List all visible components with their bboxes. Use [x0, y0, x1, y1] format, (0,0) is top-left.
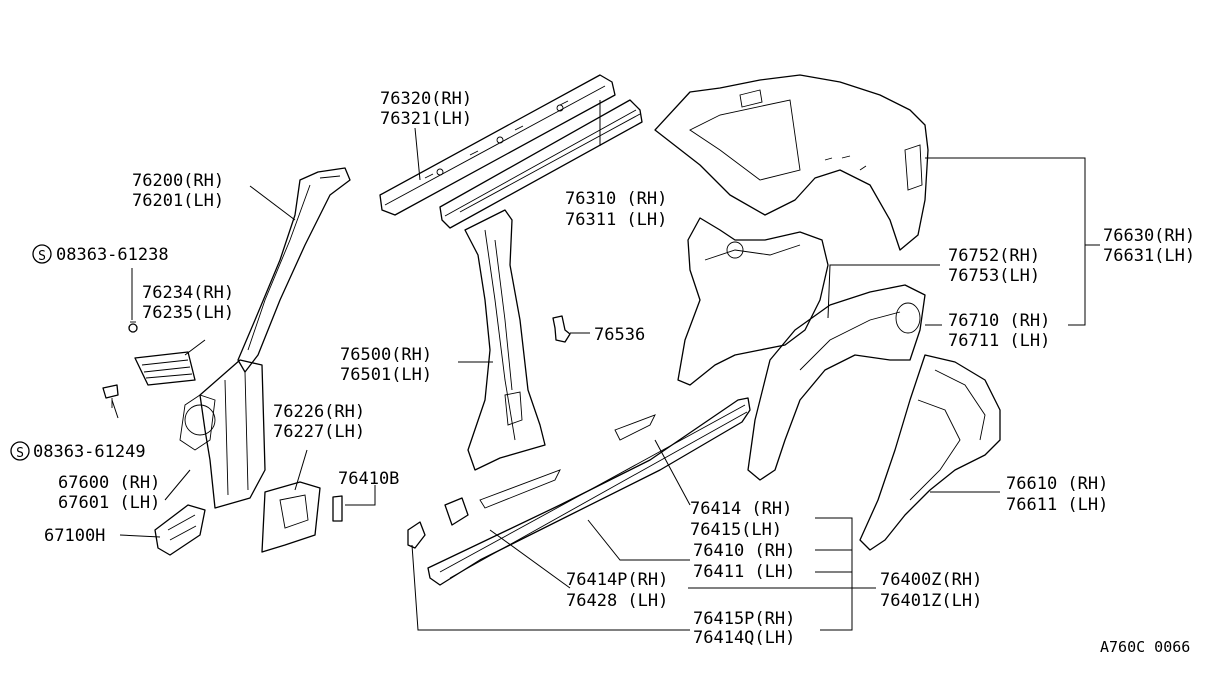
- label-76414P: 76414P(RH): [566, 570, 668, 590]
- screw-symbol-1: S: [32, 244, 52, 264]
- wheelhouse-outer-76610: [859, 354, 1001, 551]
- leader-lines: [111, 100, 1100, 631]
- wheelhouse-inner-76710: [747, 284, 926, 481]
- label-76611: 76611 (LH): [1006, 495, 1108, 515]
- label-76414: 76414 (RH): [690, 499, 792, 519]
- label-76201: 76201(LH): [132, 191, 224, 211]
- diagram-code: A760C 0066: [1100, 638, 1190, 656]
- label-76536: 76536: [594, 325, 645, 345]
- label-76310: 76310 (RH): [565, 189, 667, 209]
- label-76410: 76410 (RH): [693, 541, 795, 561]
- screw-symbol-2-letter: S: [16, 446, 24, 461]
- label-76401Z: 76401Z(LH): [880, 591, 982, 611]
- label-76610: 76610 (RH): [1006, 474, 1108, 494]
- label-76234: 76234(RH): [142, 283, 234, 303]
- label-76410B: 76410B: [338, 469, 399, 489]
- label-76753: 76753(LH): [948, 266, 1040, 286]
- quarter-panel-76630: [654, 74, 929, 251]
- screw-08363-61238: [128, 321, 138, 333]
- bracket-76234: [134, 351, 196, 386]
- part-labels: 76320(RH) 76321(LH) 76310 (RH) 76311 (LH…: [33, 89, 1195, 656]
- inner-quarter-76752: [677, 217, 829, 386]
- label-67100H: 67100H: [44, 526, 105, 546]
- label-76411: 76411 (LH): [693, 562, 795, 582]
- label-76428: 76428 (LH): [566, 591, 668, 611]
- screw-symbol-2: S: [10, 441, 30, 461]
- screw-08363-61249: [102, 384, 119, 408]
- label-76226: 76226(RH): [273, 402, 365, 422]
- label-76321: 76321(LH): [380, 109, 472, 129]
- label-76320: 76320(RH): [380, 89, 472, 109]
- screw-symbol-1-letter: S: [38, 249, 46, 264]
- label-76235: 76235(LH): [142, 303, 234, 323]
- panel-76226: [261, 481, 321, 553]
- roof-rail-inner-76320: [379, 74, 616, 216]
- front-pillar-76200: [179, 167, 351, 509]
- label-76415: 76415(LH): [690, 520, 782, 540]
- label-76710: 76710 (RH): [948, 311, 1050, 331]
- clip-76410B: [332, 495, 343, 522]
- label-76414Q: 76414Q(LH): [693, 628, 795, 648]
- label-76311: 76311 (LH): [565, 210, 667, 230]
- label-67601: 67601 (LH): [58, 493, 160, 513]
- bracket-76414P: [444, 497, 469, 526]
- side-sill-76400Z: [427, 397, 751, 586]
- label-08363-61238: 08363-61238: [56, 245, 169, 265]
- clip-76536: [552, 315, 571, 343]
- label-76400Z: 76400Z(RH): [880, 570, 982, 590]
- bracket-67100H: [154, 504, 206, 556]
- center-pillar-76500: [464, 209, 546, 471]
- label-08363-61249: 08363-61249: [33, 442, 146, 462]
- label-76415P: 76415P(RH): [693, 609, 795, 629]
- roof-rail-outer-76310: [439, 99, 643, 229]
- label-76500: 76500(RH): [340, 345, 432, 365]
- label-76630: 76630(RH): [1103, 226, 1195, 246]
- label-76631: 76631(LH): [1103, 246, 1195, 266]
- label-76227: 76227(LH): [273, 422, 365, 442]
- label-76200: 76200(RH): [132, 171, 224, 191]
- bracket-76415P: [407, 521, 426, 549]
- label-76752: 76752(RH): [948, 246, 1040, 266]
- label-67600: 67600 (RH): [58, 473, 160, 493]
- label-76501: 76501(LH): [340, 365, 432, 385]
- label-76711: 76711 (LH): [948, 331, 1050, 351]
